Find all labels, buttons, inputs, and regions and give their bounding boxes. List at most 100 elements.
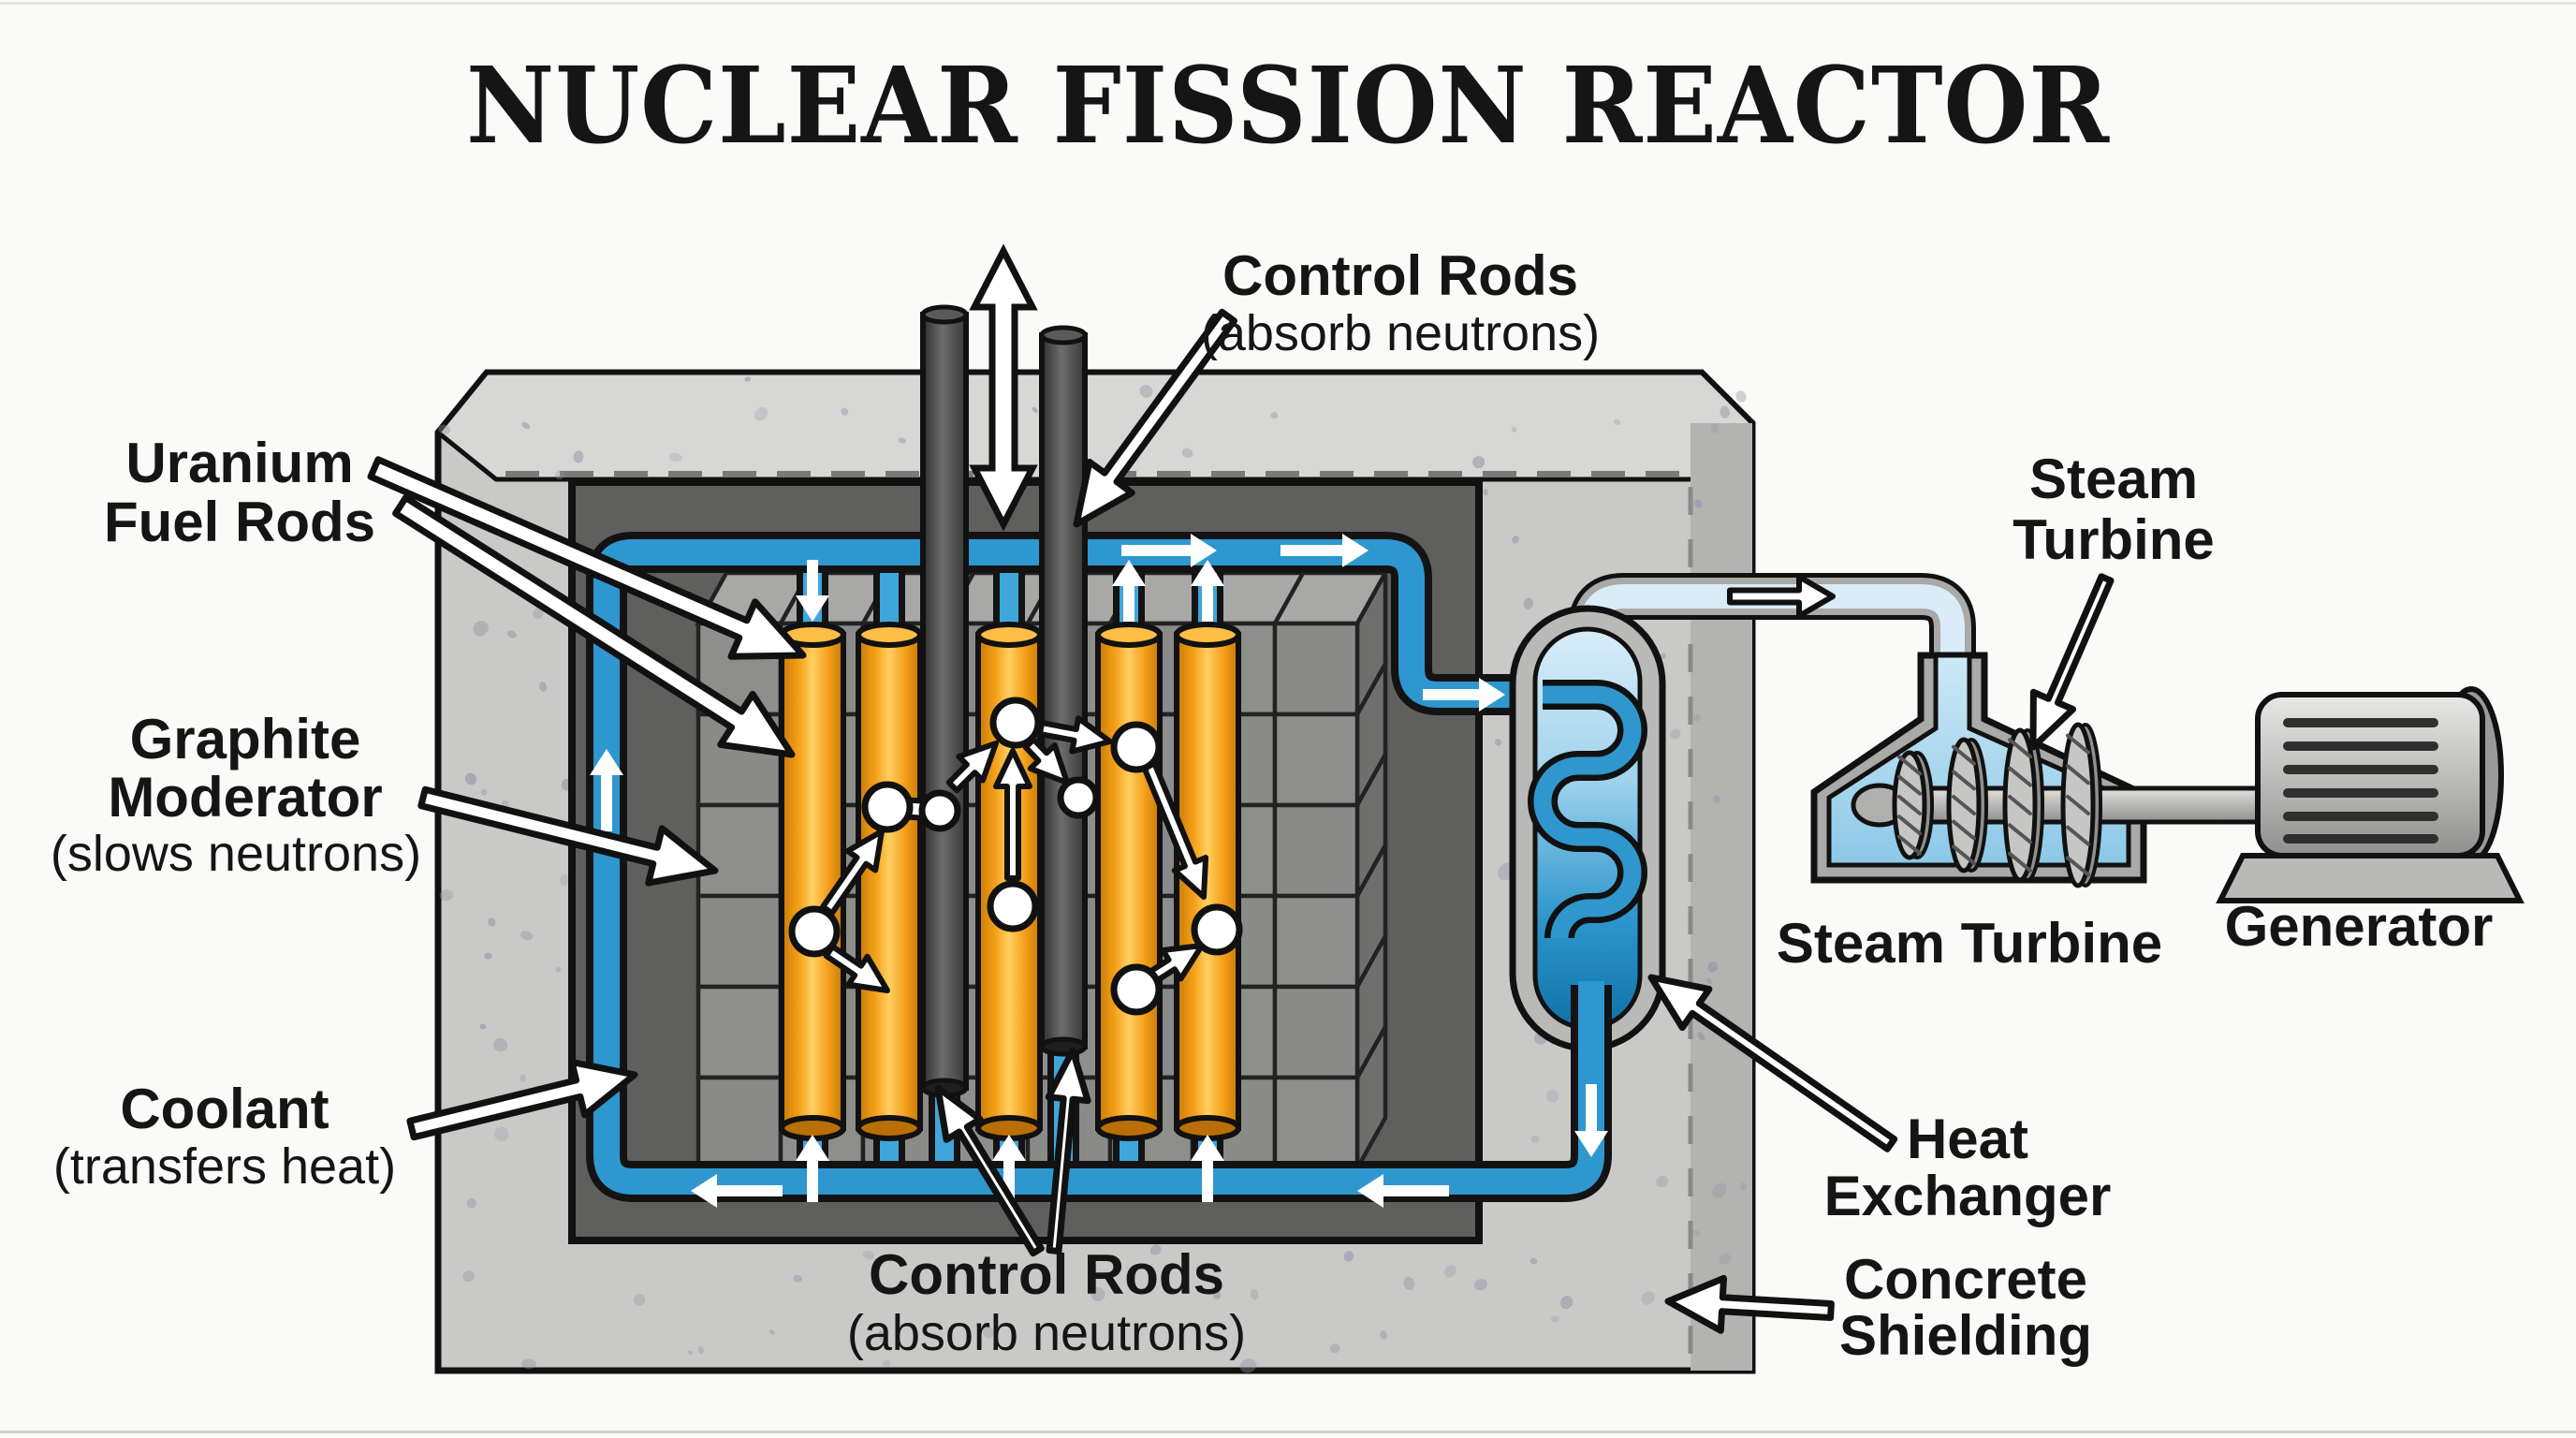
neutron-chain-reaction	[788, 697, 1243, 1016]
speckle	[554, 470, 564, 480]
neutron	[861, 781, 914, 833]
coolant-sublabel: (transfers heat)	[53, 1138, 396, 1195]
moderator-cube	[695, 1075, 783, 1171]
neutron-absorbed	[918, 789, 961, 832]
neutron-path-arrow-icon	[993, 748, 1032, 881]
neutron-path-arrow-icon	[1022, 736, 1070, 785]
coolant-flow-arrow-up-icon	[992, 1135, 1026, 1202]
speckle	[1559, 1296, 1573, 1310]
speckle	[633, 1294, 646, 1306]
speckle	[462, 1270, 475, 1283]
turbine-blade-line	[2008, 738, 2032, 759]
uranium-sublabel: Fuel Rods	[104, 491, 375, 553]
turbine-blade-line	[1952, 744, 1976, 766]
moderator-cube	[1272, 984, 1360, 1080]
fuel-rod-cap	[1174, 622, 1241, 648]
control-rods-bottom-arrow-icon	[934, 1084, 1045, 1257]
graphite-moderator-arrow-icon	[417, 785, 719, 887]
speckle	[1712, 1182, 1727, 1198]
generator-vents	[2283, 718, 2438, 844]
generator-caption: Generator	[2225, 895, 2494, 958]
neutron-absorbed	[1057, 776, 1100, 819]
concrete-shielding-arrow-icon	[1664, 1274, 1835, 1334]
control-rods-bottom-label: Control Rods	[869, 1243, 1224, 1306]
speckle	[1691, 1229, 1701, 1237]
page-title: NUCLEAR FISSION REACTOR	[466, 45, 2110, 168]
speckle	[559, 873, 570, 887]
page-bottom-edge	[0, 1431, 2576, 1433]
steam-flow-arrow-icon	[1727, 574, 1836, 619]
speckle	[484, 952, 492, 960]
speckle	[1512, 536, 1519, 544]
speckle	[539, 682, 548, 692]
speckle	[1705, 977, 1712, 984]
neutron-path-arrow-icon	[1036, 715, 1113, 755]
neutron	[788, 905, 841, 958]
speckle	[438, 424, 450, 435]
speckle	[1380, 1329, 1387, 1340]
coolant-flow-arrow-up-icon	[1191, 560, 1224, 622]
speckle	[1511, 426, 1517, 433]
speckle	[898, 437, 907, 444]
coolant-flow-arrow-down-icon	[796, 560, 829, 622]
speckle	[1656, 1175, 1669, 1188]
callout-coolant: Coolant (transfers heat)	[53, 1078, 396, 1195]
turbine-blade-line	[1952, 819, 1976, 841]
speckle	[521, 1358, 537, 1370]
callout-concrete-shielding: Concrete Shielding	[1839, 1248, 2092, 1367]
control-rods-bottom-sublabel: (absorb neutrons)	[847, 1305, 1246, 1361]
control-rods-top-sublabel: (absorb neutrons)	[1201, 305, 1600, 361]
neutron	[1110, 963, 1163, 1016]
speckle	[1239, 1358, 1257, 1373]
turbine-blade-line	[2008, 823, 2032, 844]
concrete-right-face	[1690, 423, 1752, 1371]
neutron	[1110, 721, 1163, 773]
neutron-path-arrow-icon	[823, 944, 890, 993]
coolant-flow-arrow-up-icon	[796, 1135, 829, 1202]
moderator-cube	[695, 984, 783, 1080]
uranium-fuel-rods-arrow-icon	[392, 494, 796, 758]
coolant-flow-arrow-right-icon	[1121, 534, 1217, 567]
speckle	[555, 967, 562, 973]
speckle	[1530, 1257, 1538, 1265]
control-rod-cap	[1039, 325, 1088, 345]
speckle	[1719, 1254, 1732, 1265]
control-rod	[920, 312, 969, 1091]
coolant-flow-arrow-down-icon	[1574, 1084, 1608, 1157]
callout-uranium-fuel-rods: Uranium Fuel Rods	[104, 432, 375, 553]
speckle	[1472, 456, 1486, 469]
speckle	[1707, 961, 1719, 973]
speckle	[521, 421, 531, 430]
speckle	[1329, 1343, 1340, 1354]
moderator-cube	[1272, 621, 1360, 717]
speckle	[862, 1250, 874, 1260]
speckle	[1670, 728, 1681, 740]
speckle	[1149, 1244, 1162, 1255]
coolant-flow-arrow-up-icon	[1191, 1135, 1224, 1202]
callout-arrows	[367, 308, 2115, 1334]
speckle	[878, 1330, 886, 1342]
fuel-rod-cap	[1095, 622, 1163, 648]
speckle	[1473, 1279, 1487, 1291]
steam-turbine-caption: Steam Turbine	[1777, 912, 2162, 975]
speckle	[1545, 1089, 1559, 1103]
speckle	[533, 608, 544, 620]
speckle	[1739, 1181, 1748, 1192]
turbine-blade-line	[2008, 795, 2032, 815]
speckle	[1181, 448, 1193, 458]
speckle	[1661, 653, 1666, 659]
speckle	[669, 452, 682, 462]
turbine-blade-line	[1952, 844, 1976, 866]
steam-turbine-arrow-icon	[2029, 573, 2115, 751]
speckle	[754, 406, 768, 421]
moderator-cube	[1272, 893, 1360, 990]
turbine-blade-line	[2008, 766, 2032, 787]
speckle	[520, 931, 534, 941]
speckle	[439, 889, 454, 902]
speckle	[1550, 1315, 1559, 1323]
callout-steam-turbine: Steam Turbine	[2012, 448, 2215, 571]
speckle	[1523, 597, 1533, 609]
speckle	[1494, 738, 1502, 746]
speckle	[1195, 1266, 1207, 1276]
